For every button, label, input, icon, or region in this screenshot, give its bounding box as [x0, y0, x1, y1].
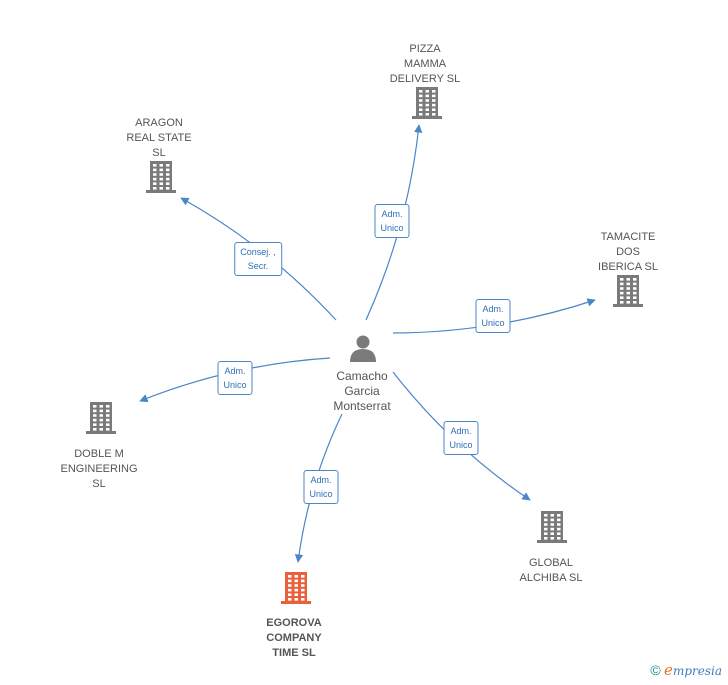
- company-label-aragon-line: ARAGON: [135, 117, 183, 129]
- person-name-label-line: Montserrat: [333, 399, 391, 413]
- edge-label-aragon[interactable]: Consej. , Secr.: [234, 242, 282, 276]
- company-label-tamacite-line: TAMACITE: [600, 231, 656, 243]
- company-label-global-line: ALCHIBA SL: [519, 572, 583, 584]
- company-label-pizza-line: DELIVERY SL: [389, 73, 461, 85]
- edge-label-line: Adm.: [310, 475, 332, 485]
- edge-label-doble[interactable]: Adm. Unico: [217, 361, 253, 395]
- empresia-brand[interactable]: © empresia: [650, 661, 722, 679]
- edge-label-line: Adm.: [224, 366, 246, 376]
- company-label-pizza-line: PIZZA: [409, 43, 441, 55]
- copyright-symbol: ©: [650, 662, 661, 678]
- edge-label-line: Unico: [449, 440, 473, 450]
- edge-label-egorova[interactable]: Adm. Unico: [303, 470, 339, 504]
- edge-label-line: Adm.: [381, 209, 403, 219]
- person-name-label-line: Camacho: [336, 369, 388, 383]
- edge-label-line: Unico: [481, 318, 505, 328]
- building-icon-pizza[interactable]: [412, 87, 442, 119]
- company-label-doble-line: SL: [92, 478, 106, 490]
- company-label-egorova[interactable]: EGOROVA COMPANY TIME SL: [266, 616, 321, 661]
- company-label-egorova-line: TIME SL: [272, 647, 316, 659]
- edge-label-line: Consej. ,: [240, 247, 276, 257]
- company-label-aragon-line: REAL STATE: [126, 132, 192, 144]
- person-name-label-line: Garcia: [344, 384, 380, 398]
- company-label-doble-line: DOBLE M: [74, 448, 124, 460]
- company-label-pizza-line: MAMMA: [403, 58, 447, 70]
- building-icon-tamacite[interactable]: [613, 275, 643, 307]
- brand-initial: e: [664, 661, 673, 679]
- company-label-global[interactable]: GLOBAL ALCHIBA SL: [520, 556, 583, 586]
- company-label-aragon-line: SL: [152, 147, 166, 159]
- edge-label-pizza[interactable]: Adm. Unico: [374, 204, 410, 238]
- building-icon-aragon[interactable]: [146, 161, 176, 193]
- building-icon-global[interactable]: [537, 511, 567, 543]
- company-label-egorova-line: EGOROVA: [266, 617, 322, 629]
- company-label-global-line: GLOBAL: [528, 557, 574, 569]
- building-icon-doble[interactable]: [86, 402, 116, 434]
- company-label-tamacite-line: DOS: [616, 246, 640, 258]
- company-label-aragon[interactable]: ARAGON REAL STATE SL: [126, 116, 191, 161]
- brand-name: mpresia: [672, 664, 722, 678]
- company-label-tamacite-line: IBERICA SL: [598, 261, 658, 273]
- person-icon[interactable]: [350, 335, 376, 363]
- edge-label-line: Unico: [309, 489, 333, 499]
- company-label-tamacite[interactable]: TAMACITE DOS IBERICA SL: [598, 230, 658, 275]
- edge-label-line: Unico: [380, 223, 404, 233]
- company-label-doble[interactable]: DOBLE M ENGINEERING SL: [60, 447, 137, 492]
- company-label-egorova-line: COMPANY: [266, 632, 322, 644]
- edge-label-line: Unico: [223, 380, 247, 390]
- building-icon-egorova[interactable]: [281, 572, 311, 604]
- company-label-pizza[interactable]: PIZZA MAMMA DELIVERY SL: [390, 42, 461, 87]
- edge-label-line: Adm.: [482, 304, 504, 314]
- company-label-doble-line: ENGINEERING: [60, 463, 138, 475]
- edge-label-line: Secr.: [247, 261, 269, 271]
- edge-label-tamacite[interactable]: Adm. Unico: [475, 299, 511, 333]
- edge-label-line: Adm.: [450, 426, 472, 436]
- edge-label-global[interactable]: Adm. Unico: [443, 421, 479, 455]
